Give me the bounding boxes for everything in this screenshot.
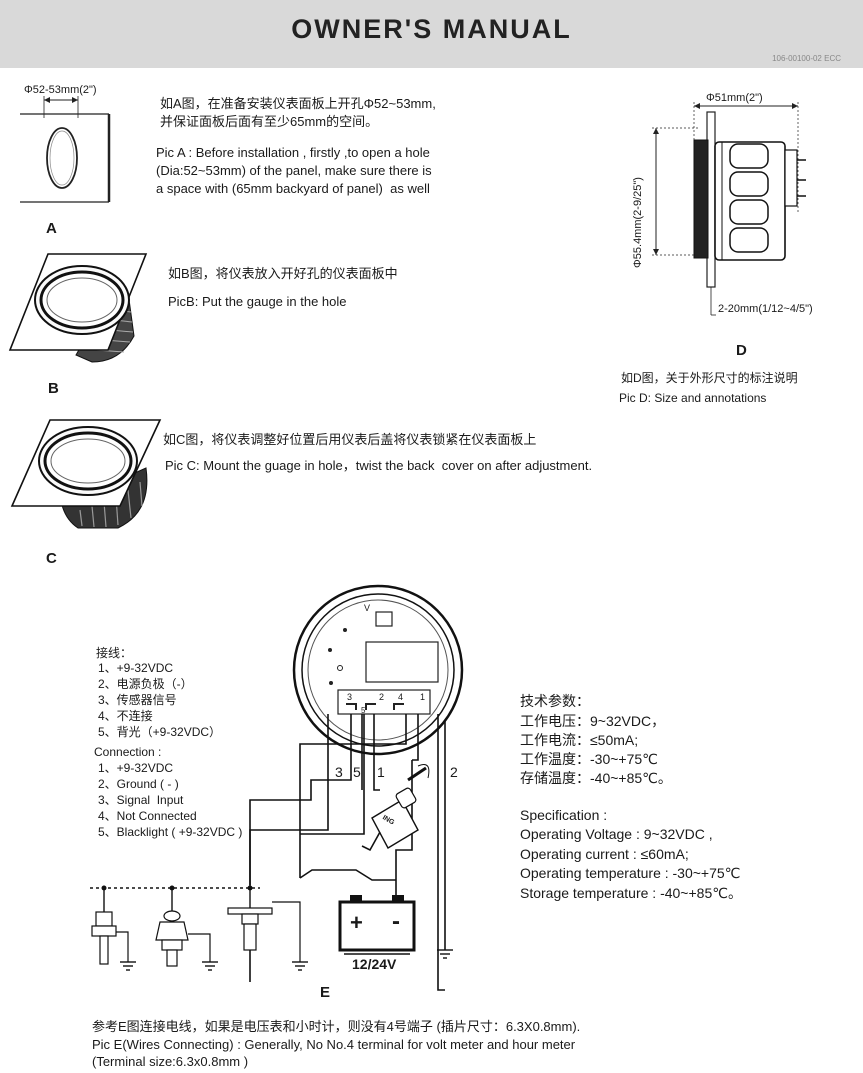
wiring-cn-item-2: 2、电源负极（-） [98,677,193,691]
wire-label-1: 1 [377,764,385,780]
terminal-label-2: 2 [379,692,385,702]
spec-en-op-temp: Operating temperature : -30~+75℃ [520,865,741,881]
pic-d-dim-panel: 2-20mm(1/12~4/5") [718,303,813,315]
pic-a-label: A [46,220,57,237]
spec-en-current: Operating current : ≤60mA; [520,846,689,862]
spec-cn-voltage: 工作电压：9~32VDC， [520,713,666,729]
wiring-en-item-5: 5、Blacklight ( +9-32VDC ) [98,825,243,839]
wiring-en-item-1: 1、+9-32VDC [98,761,174,775]
pic-a-cn-text: 如A图，在准备安装仪表面板上开孔Φ52~53mm, 并保证面板后面有至少65mm… [160,96,436,129]
pic-d-dim-diameter: Φ51mm(2") [706,92,763,104]
battery [338,895,416,955]
pic-d-en-text: Pic D: Size and annotations [619,391,767,405]
spec-en-storage-temp: Storage temperature : -40~+85℃。 [520,885,742,901]
wiring-cn-item-5: 5、背光（+9-32VDC） [98,725,222,739]
pic-d-cn-text: 如D图，关于外形尺寸的标注说明 [621,371,798,385]
pic-b-en-text: PicB: Put the gauge in the hole [168,294,347,309]
wiring-en-item-3: 3、Signal Input [98,793,184,807]
wire-label-5: 5 [353,764,361,780]
wiring-en-item-4: 4、Not Connected [98,809,197,823]
wiring-en-item-2: 2、Ground ( - ) [98,777,179,791]
ignition-switch [361,764,430,852]
terminal-label-4: 4 [398,692,404,702]
spec-en-heading: Specification : [520,807,608,823]
battery-minus: - [392,908,400,935]
pic-d-label: D [736,342,747,359]
gauge-v-mark: V [364,603,371,613]
pic-a-dim-label: Φ52-53mm(2") [24,84,97,96]
pic-e-label: E [320,984,331,1001]
pic-b-cn-text: 如B图，将仪表放入开好孔的仪表面板中 [168,266,398,281]
battery-label: 12/24V [352,956,397,972]
doc-code: 106-00100-02 ECC [772,54,841,63]
wiring-cn-heading: 接线： [96,646,133,660]
terminal-label-1: 1 [420,692,426,702]
wire-label-2: 2 [450,764,458,780]
sensor-level [227,901,301,982]
spec-cn-heading: 技术参数： [520,693,590,709]
terminal-label-3: 3 [347,692,353,702]
pic-c-en-text: Pic C: Mount the guage in hole，twist the… [165,458,593,473]
wiring-cn-item-4: 4、不连接 [98,709,153,723]
pic-c-cn-text: 如C图，将仪表调整好位置后用仪表后盖将仪表锁紧在仪表面板上 [163,432,537,447]
ground-symbols [120,949,453,971]
page-title: OWNER'S MANUAL [291,14,572,44]
battery-plus: + [350,910,363,935]
spec-en-voltage: Operating Voltage : 9~32VDC , [520,826,713,842]
wiring-en-heading: Connection : [94,745,162,759]
sensor-pressure [155,910,211,967]
wiring-cn-item-3: 3、传感器信号 [98,693,177,707]
pic-b-label: B [48,380,59,397]
terminal-label-5: 5 [361,706,366,715]
wire-label-3: 3 [335,764,343,780]
gauge-back [292,584,464,756]
pic-c-label: C [46,550,57,567]
pic-e-cn-text: 参考E图连接电线，如果是电压表和小时计，则没有4号端子 (插片尺寸：6.3X0.… [92,1019,581,1034]
spec-cn-op-temp: 工作温度：-30~+75℃ [520,751,658,767]
spec-cn-storage-temp: 存储温度：-40~+85℃。 [520,770,672,786]
header-bar [0,0,863,68]
sensor-thermo [91,911,129,965]
wiring-cn-item-1: 1、+9-32VDC [98,661,174,675]
pic-e-en-text: Pic E(Wires Connecting) : Generally, No … [92,1037,576,1069]
pic-a-en-text: Pic A : Before installation , firstly ,t… [156,145,432,196]
spec-cn-current: 工作电流：≤50mA; [520,732,639,748]
